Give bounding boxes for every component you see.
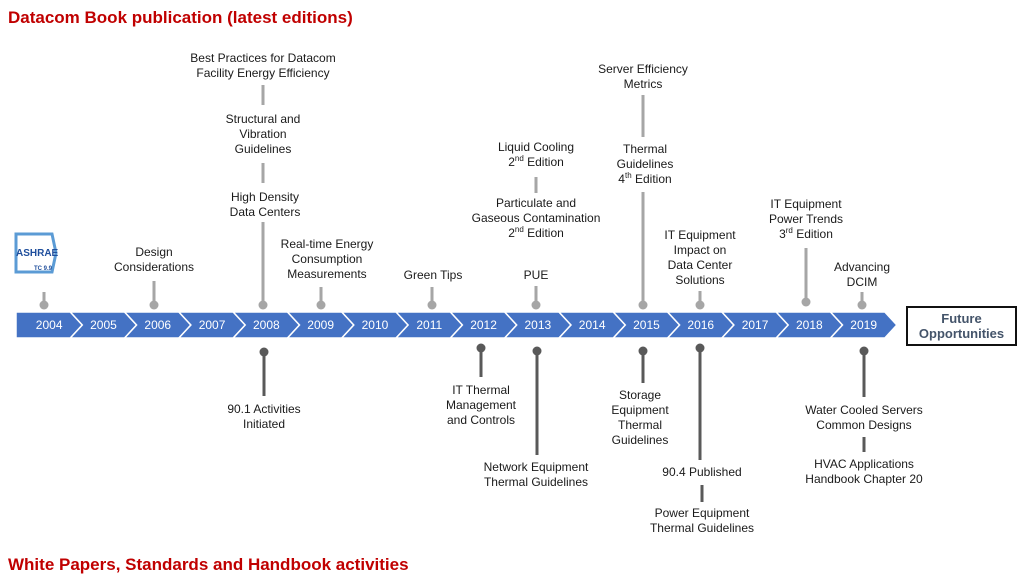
year-label-2005: 2005 — [90, 318, 117, 332]
label-design-considerations: Design Considerations — [113, 245, 195, 274]
label-structural-vibration: Structural and Vibration Guidelines — [225, 112, 301, 156]
top-dot — [149, 300, 159, 310]
top-dot — [427, 300, 437, 310]
label-best-practices: Best Practices for Datacom Facility Ener… — [190, 51, 336, 80]
year-label-2016: 2016 — [687, 318, 714, 332]
label-thermal-guidelines: Thermal Guidelines 4th Edition — [616, 142, 674, 186]
label-liquid-cooling: Liquid Cooling 2nd Edition — [497, 140, 575, 169]
year-label-2013: 2013 — [524, 318, 551, 332]
top-heading: Datacom Book publication (latest edition… — [8, 8, 353, 27]
label-particulate-contamination: Particulate and Gaseous Contamination 2n… — [471, 196, 601, 240]
label-network-equipment: Network Equipment Thermal Guidelines — [483, 460, 589, 489]
label-server-efficiency: Server Efficiency Metrics — [598, 62, 688, 91]
ashrae-logo-subtext: TC 9.9 — [34, 266, 53, 272]
top-dot — [695, 300, 705, 310]
year-label-2007: 2007 — [199, 318, 226, 332]
ashrae-logo: ASHRAE TC 9.9 — [14, 232, 59, 274]
top-dot — [531, 300, 541, 310]
bottom-dot — [476, 343, 486, 353]
bottom-dot — [532, 346, 542, 356]
year-label-2004: 2004 — [36, 318, 63, 332]
label-water-cooled-servers: Water Cooled Servers Common Designs — [805, 403, 923, 432]
year-label-2012: 2012 — [470, 318, 497, 332]
label-it-impact: IT Equipment Impact on Data Center Solut… — [664, 228, 736, 287]
year-label-2014: 2014 — [579, 318, 606, 332]
label-green-tips: Green Tips — [403, 268, 463, 282]
year-label-2010: 2010 — [362, 318, 389, 332]
future-opportunities-box: Future Opportunities — [906, 306, 1017, 346]
top-dot — [316, 300, 326, 310]
label-high-density: High Density Data Centers — [229, 190, 301, 219]
bottom-dot — [695, 343, 705, 353]
year-label-2008: 2008 — [253, 318, 280, 332]
bottom-dot — [259, 347, 269, 357]
year-label-2019: 2019 — [850, 318, 877, 332]
ashrae-logo-text: ASHRAE — [16, 248, 59, 259]
label-hvac-applications: HVAC Applications Handbook Chapter 20 — [805, 457, 923, 486]
label-power-trends: IT Equipment Power Trends 3rd Edition — [768, 197, 844, 241]
label-90-4-published: 90.4 Published — [662, 465, 742, 479]
bottom-heading: White Papers, Standards and Handbook act… — [8, 555, 409, 574]
top-dot — [39, 300, 49, 310]
year-label-2018: 2018 — [796, 318, 823, 332]
label-storage-equipment: Storage Equipment Thermal Guidelines — [611, 388, 669, 447]
year-label-2009: 2009 — [307, 318, 334, 332]
label-realtime-energy: Real-time Energy Consumption Measurement… — [280, 237, 374, 281]
top-dot — [801, 297, 811, 307]
top-dot — [638, 300, 648, 310]
bottom-dot — [859, 346, 869, 356]
label-pue: PUE — [523, 268, 549, 282]
label-90-1-activities: 90.1 Activities Initiated — [227, 402, 301, 431]
year-chevron-2019 — [828, 311, 898, 339]
label-power-equipment: Power Equipment Thermal Guidelines — [649, 506, 755, 535]
year-label-2015: 2015 — [633, 318, 660, 332]
label-advancing-dcim: Advancing DCIM — [833, 260, 891, 289]
year-label-2017: 2017 — [742, 318, 769, 332]
top-dot — [258, 300, 268, 310]
label-it-thermal-management: IT Thermal Management and Controls — [445, 383, 517, 427]
year-label-2011: 2011 — [416, 318, 442, 332]
year-label-2006: 2006 — [144, 318, 171, 332]
top-dot — [857, 300, 867, 310]
bottom-dot — [638, 346, 648, 356]
